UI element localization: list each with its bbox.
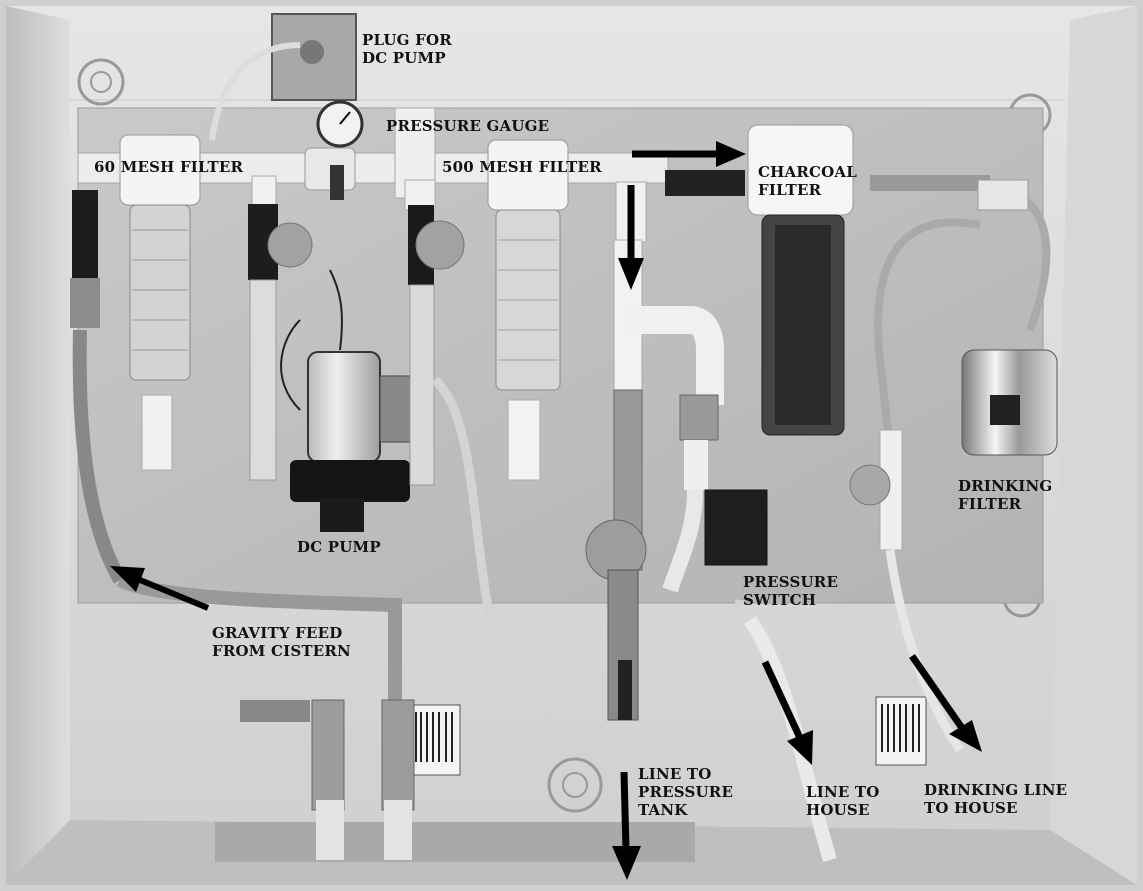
label-line: DC PUMP bbox=[297, 538, 381, 556]
label-line: SWITCH bbox=[743, 591, 817, 609]
label-line: CHARCOAL bbox=[758, 163, 858, 181]
label-line: FILTER bbox=[758, 181, 822, 199]
label-line: HOUSE bbox=[806, 801, 870, 819]
label-line: DC PUMP bbox=[362, 49, 446, 67]
label-gravity-feed: GRAVITY FEED FROM CISTERN bbox=[212, 624, 351, 660]
label-line: TO HOUSE bbox=[924, 799, 1018, 817]
label-line: PRESSURE bbox=[638, 783, 734, 801]
label-line: TANK bbox=[638, 801, 688, 819]
label-line: 60 MESH FILTER bbox=[94, 158, 244, 176]
label-line: PRESSURE GAUGE bbox=[386, 117, 550, 135]
label-line: LINE TO bbox=[638, 765, 712, 783]
label-line: DRINKING LINE bbox=[924, 781, 1068, 799]
label-line: LINE TO bbox=[806, 783, 880, 801]
label-line: PLUG FOR bbox=[362, 31, 452, 49]
label-pressure-gauge: PRESSURE GAUGE bbox=[386, 117, 549, 135]
label-plug-for-dc-pump: PLUG FOR DC PUMP bbox=[362, 31, 452, 67]
label-line-to-pressure-tank: LINE TO PRESSURE TANK bbox=[638, 765, 733, 819]
label-drinking-filter: DRINKING FILTER bbox=[958, 477, 1052, 513]
label-charcoal-filter: CHARCOAL FILTER bbox=[758, 163, 857, 199]
label-line: DRINKING bbox=[958, 477, 1053, 495]
label-500-mesh-filter: 500 MESH FILTER bbox=[442, 158, 602, 176]
label-line: FROM CISTERN bbox=[212, 642, 351, 660]
label-dc-pump: DC PUMP bbox=[297, 538, 381, 556]
label-line: GRAVITY FEED bbox=[212, 624, 343, 642]
label-pressure-switch: PRESSURE SWITCH bbox=[743, 573, 838, 609]
label-line: FILTER bbox=[958, 495, 1022, 513]
label-line: PRESSURE bbox=[743, 573, 839, 591]
label-drinking-line-to-house: DRINKING LINE TO HOUSE bbox=[924, 781, 1067, 817]
label-line: 500 MESH FILTER bbox=[442, 158, 602, 176]
label-line-to-house: LINE TO HOUSE bbox=[806, 783, 880, 819]
label-60-mesh-filter: 60 MESH FILTER bbox=[94, 158, 243, 176]
